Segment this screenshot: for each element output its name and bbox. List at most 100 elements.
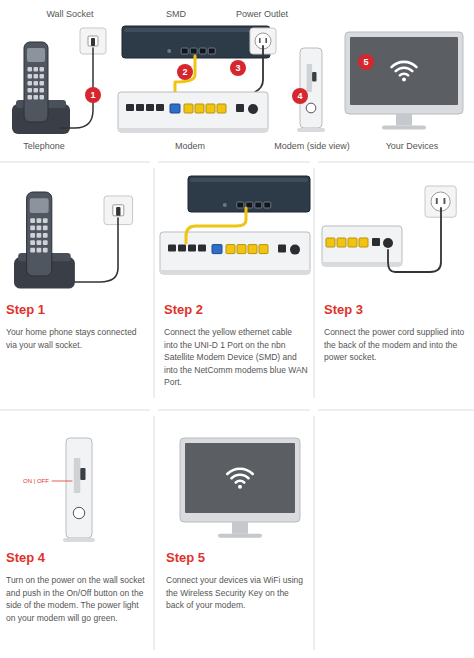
key bbox=[37, 233, 42, 238]
side-panel bbox=[307, 64, 313, 92]
step-card: Step 4Turn on the power on the wall sock… bbox=[4, 548, 150, 626]
callout-number: 5 bbox=[358, 54, 374, 70]
phone-port bbox=[178, 245, 186, 252]
wan-port bbox=[170, 104, 180, 113]
callout-number: 4 bbox=[292, 88, 308, 104]
smd-device bbox=[188, 176, 310, 212]
key bbox=[40, 88, 45, 93]
key bbox=[37, 226, 42, 231]
key bbox=[30, 248, 35, 253]
step-heading: Step 1 bbox=[6, 302, 148, 317]
lan-port bbox=[348, 238, 357, 247]
step-heading: Step 3 bbox=[324, 302, 468, 317]
part-label: SMD bbox=[166, 9, 186, 19]
smd-led bbox=[223, 203, 227, 207]
phone-port bbox=[126, 104, 134, 111]
wifi-dot bbox=[238, 485, 242, 489]
lan-port bbox=[359, 238, 368, 247]
wire bbox=[186, 208, 246, 243]
modem bbox=[118, 92, 268, 132]
modem-base bbox=[160, 270, 310, 274]
lan-port bbox=[184, 104, 193, 113]
lan-port bbox=[206, 104, 215, 113]
key bbox=[43, 240, 48, 245]
smd-top bbox=[190, 178, 308, 182]
key bbox=[30, 240, 35, 245]
modem-base bbox=[322, 262, 402, 266]
modem-side-view bbox=[63, 438, 95, 542]
key bbox=[43, 218, 48, 223]
key bbox=[30, 218, 35, 223]
smd-body bbox=[188, 176, 310, 212]
divider bbox=[0, 410, 150, 411]
monitor-bezel bbox=[345, 32, 463, 114]
monitor-screen bbox=[350, 37, 458, 105]
step-card: Step 2Connect the yellow ethernet cable … bbox=[162, 300, 310, 391]
key bbox=[28, 88, 33, 93]
pin bbox=[265, 38, 267, 43]
callout-number: 2 bbox=[177, 64, 193, 80]
smd-port bbox=[255, 202, 262, 208]
handset bbox=[27, 192, 52, 276]
key bbox=[40, 67, 45, 72]
modem-base bbox=[118, 128, 268, 132]
callout-number: 3 bbox=[230, 60, 246, 76]
part-label: Modem bbox=[175, 141, 205, 151]
smd-body bbox=[122, 26, 270, 58]
divider bbox=[154, 416, 155, 650]
monitor-screen bbox=[185, 443, 295, 513]
plug bbox=[91, 38, 95, 46]
divider bbox=[154, 168, 155, 398]
key bbox=[37, 218, 42, 223]
side-switch bbox=[312, 72, 316, 82]
monitor-neck bbox=[396, 114, 412, 125]
telephone-icon bbox=[12, 42, 70, 134]
divider bbox=[158, 162, 310, 163]
lan-port bbox=[259, 245, 268, 254]
wifi-arc bbox=[396, 68, 413, 71]
usb-port bbox=[236, 104, 244, 112]
part-label: Your Devices bbox=[386, 141, 439, 151]
lan-port bbox=[217, 104, 226, 113]
key bbox=[34, 67, 39, 72]
key bbox=[28, 81, 33, 86]
lan-port bbox=[226, 245, 235, 254]
telephone-icon bbox=[14, 192, 75, 289]
key bbox=[43, 226, 48, 231]
smd-led bbox=[167, 49, 171, 53]
lan-port bbox=[337, 238, 346, 247]
phone-port bbox=[198, 245, 206, 252]
smd-port bbox=[190, 48, 197, 54]
key bbox=[34, 74, 39, 79]
key bbox=[28, 67, 33, 72]
smd-port bbox=[199, 48, 206, 54]
key bbox=[28, 95, 33, 100]
phone-port bbox=[168, 245, 176, 252]
pin bbox=[259, 38, 261, 43]
monitor-bezel bbox=[180, 438, 300, 522]
smd-top bbox=[124, 28, 268, 32]
key bbox=[30, 226, 35, 231]
key bbox=[43, 233, 48, 238]
step-text: Connect your devices via WiFi using the … bbox=[166, 574, 308, 612]
phone-port bbox=[188, 245, 196, 252]
key bbox=[28, 74, 33, 79]
switch-label: ON | OFF bbox=[22, 478, 50, 484]
divider bbox=[0, 162, 150, 163]
key bbox=[37, 240, 42, 245]
wire bbox=[388, 208, 441, 272]
pin bbox=[436, 198, 438, 204]
wire bbox=[52, 481, 72, 482]
usb-port bbox=[372, 238, 380, 246]
callout-number: 1 bbox=[85, 87, 101, 103]
wifi-arc bbox=[391, 62, 416, 67]
key bbox=[37, 248, 42, 253]
divider bbox=[318, 162, 474, 163]
handset bbox=[24, 42, 48, 122]
step-text: Connect the power cord supplied into the… bbox=[324, 326, 468, 364]
monitor bbox=[180, 438, 300, 538]
modem-body bbox=[160, 232, 310, 274]
smd-port bbox=[237, 202, 244, 208]
smd-port bbox=[264, 202, 271, 208]
modem bbox=[322, 226, 402, 266]
